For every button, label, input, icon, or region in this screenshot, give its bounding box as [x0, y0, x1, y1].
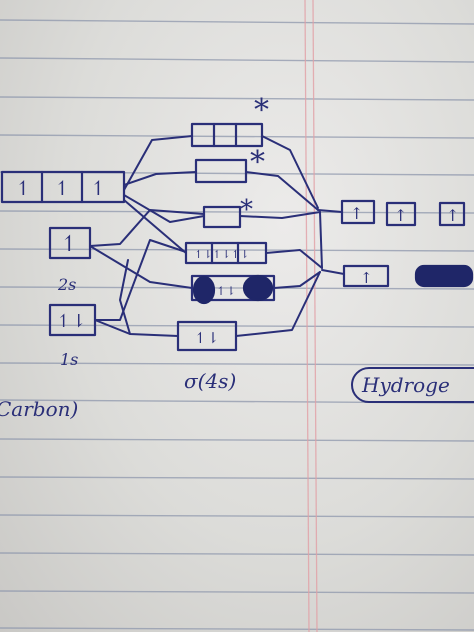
- hydrogen-lower-arrow: ↑: [360, 269, 373, 287]
- carbon-2p-arrow-3: ↿: [90, 176, 107, 200]
- carbon-2p-arrow-1: ↿: [15, 176, 32, 200]
- mo-pair-sigma: ↿⇂: [194, 329, 219, 347]
- hydrogen-arrow-1: ↑: [350, 204, 363, 223]
- carbon-2p-arrow-2: ↿: [54, 176, 71, 200]
- carbon-1s-arrows: ↿⇂: [56, 311, 86, 332]
- mo-pair-shaded: ↿⇂: [216, 284, 236, 298]
- mo-box-1: [190, 122, 264, 148]
- shaded-scribble: [192, 264, 474, 305]
- star-mark-1: *: [254, 93, 269, 128]
- hydrogen-arrow-3: ↑: [446, 206, 459, 225]
- connection-lines: [89, 135, 345, 337]
- carbon-1s-label: 1s: [60, 350, 78, 369]
- carbon-2s-box: [48, 226, 92, 260]
- mo-pair-triple: ↿⇂↿⇂↿⇂: [194, 248, 249, 261]
- carbon-2s-label: 2s: [57, 275, 76, 294]
- star-mark-2: *: [250, 145, 265, 180]
- carbon-2s-arrow: ↿: [60, 232, 78, 257]
- center-label: σ(4s): [184, 369, 236, 393]
- ruled-lines: [0, 19, 474, 631]
- carbon-label: Carbon): [0, 397, 78, 421]
- hydrogen-label: Hydroge: [361, 373, 450, 397]
- carbon-2p-arrows: ↿ ↿ ↿: [15, 176, 107, 200]
- star-mark-3: *: [240, 195, 253, 225]
- margin-rule: [312, 0, 318, 632]
- mo-box-3: [202, 205, 242, 229]
- hydrogen-label-box: [351, 367, 474, 403]
- margin-rule: [304, 0, 310, 632]
- carbon-2p-boxes: [0, 170, 126, 204]
- hydrogen-box-2: [385, 201, 417, 227]
- hydrogen-box-3: [438, 201, 466, 227]
- hydrogen-lower-box: [342, 264, 390, 288]
- mo-box-2: [194, 158, 248, 184]
- hydrogen-arrow-2: ↑: [394, 206, 407, 225]
